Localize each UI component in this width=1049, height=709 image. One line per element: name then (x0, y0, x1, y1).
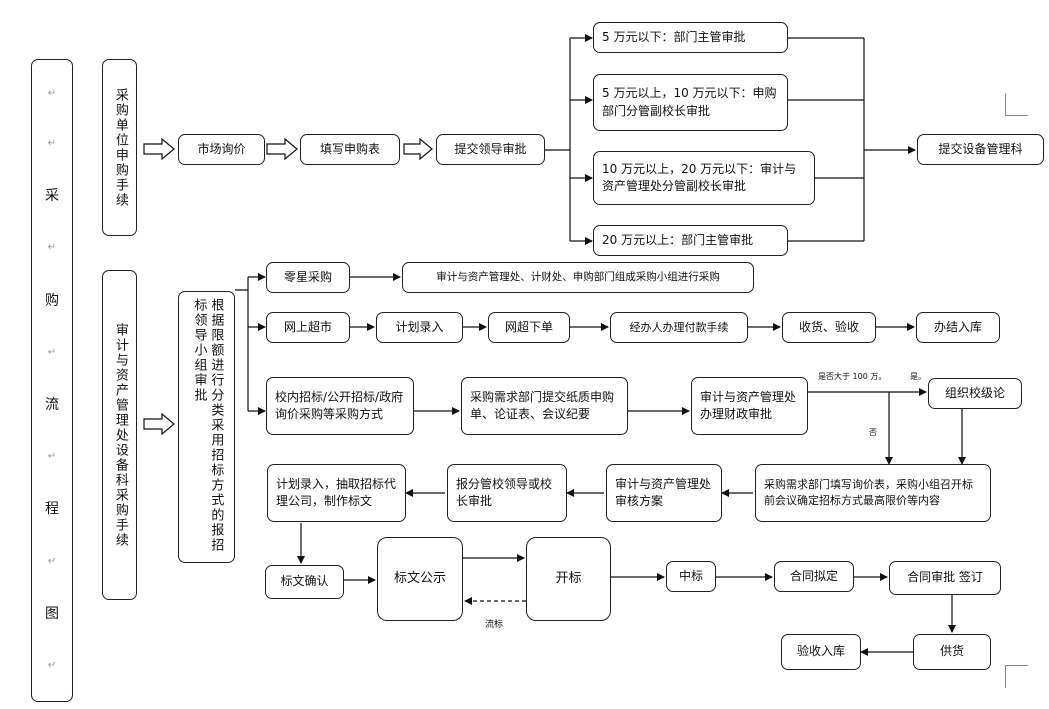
failed-bid-label: 流标 (485, 620, 504, 630)
approval-tier-4: 20 万元以上：部门主管审批 (593, 225, 788, 256)
demand-price-box: 采购需求部门填写询价表，采购小组召开标前会议确定招标方式最高限价等内容 (755, 464, 991, 522)
return-mark: ↵ (47, 346, 57, 358)
unit-applicant-label: 采购单位申购手续 (102, 59, 137, 236)
supply-box: 供货 (913, 634, 991, 670)
tender-docs-box: 采购需求部门提交纸质申购单、论证表、会议纪要 (461, 377, 628, 435)
accept-store-box: 验收入库 (781, 634, 861, 670)
page-corner-mark-top (1005, 93, 1028, 116)
merge-lines (788, 37, 865, 242)
unit-audit-label: 审计与资产管理处设备科采购手续 (102, 270, 137, 600)
return-mark: ↵ (47, 660, 57, 671)
submit-equipment-box: 提交设备管理科 (917, 134, 1044, 165)
title-char: 购 (45, 292, 59, 309)
receive-inspect-box: 收货、验收 (782, 312, 876, 343)
hollow-arrow-2 (266, 137, 298, 161)
approval-tier-3: 10 万元以上，20 万元以下：审计与资产管理处分管副校长审批 (593, 151, 815, 205)
audit-plan-box: 审计与资产管理处审核方案 (606, 464, 722, 522)
approval-tier-2: 5 万元以上，10 万元以下：申购部门分管副校长审批 (593, 74, 788, 131)
plan-agency-box: 计划录入，抽取招标代理公司，制作标文 (267, 464, 406, 522)
decision-question: 是否大于 100 万。 (818, 372, 887, 381)
hollow-arrow-3 (403, 137, 433, 161)
flowchart-title: ↵ ↵ 采 ↵ 购 ↵ 流 ↵ 程 ↵ 图 ↵ (31, 59, 73, 702)
contract-approve-box: 合同审批 签订 (889, 561, 1001, 595)
retail-procurement-box: 零星采购 (266, 262, 350, 293)
online-order-box: 网超下单 (488, 312, 570, 343)
bid-publish-box: 标文公示 (377, 537, 463, 621)
path-bus (235, 277, 249, 411)
title-char: 采 (45, 188, 59, 205)
plan-entry-box: 计划录入 (376, 312, 463, 343)
complete-storage-box: 办结入库 (916, 312, 1000, 343)
bid-open-box: 开标 (526, 537, 611, 621)
bid-confirm-box: 标文确认 (265, 565, 344, 599)
contract-draft-box: 合同拟定 (774, 561, 854, 592)
branch-line-main (545, 38, 571, 241)
tender-method-box: 校内招标/公开招标/政府询价采购等采购方式 (266, 377, 414, 435)
return-mark: ↵ (47, 88, 57, 100)
hollow-arrow-1 (143, 137, 175, 161)
payment-box: 经办人办理付款手续 (610, 312, 748, 343)
approval-tier-1: 5 万元以下：部门主管审批 (593, 22, 788, 53)
title-char: 流 (45, 396, 59, 413)
return-mark: ↵ (47, 137, 57, 149)
win-bid-box: 中标 (666, 561, 716, 592)
finance-approval-box: 审计与资产管理处办理财政审批 (691, 377, 808, 435)
fill-form-box: 填写申购表 (300, 134, 400, 165)
retail-group-box: 审计与资产管理处、计财处、申购部门组成采购小组进行采购 (402, 262, 754, 293)
decision-yes: 是。 (910, 372, 926, 381)
market-inquiry-box: 市场询价 (178, 134, 265, 165)
decision-no: 否 (869, 428, 877, 437)
title-char: 图 (45, 605, 59, 622)
online-market-box: 网上超市 (266, 312, 350, 343)
return-mark: ↵ (47, 555, 57, 567)
report-leader-box: 报分管校领导或校长审批 (447, 464, 567, 522)
return-mark: ↵ (47, 242, 57, 254)
title-char: 程 (45, 501, 59, 518)
hollow-arrow-4 (143, 412, 175, 436)
school-demo-box: 组织校级论 (928, 378, 1022, 409)
classify-box: 根据限额进行分类采用招标方式的报招标领导小组审批 (178, 291, 235, 563)
submit-leader-box: 提交领导审批 (436, 134, 545, 165)
page-corner-mark-bottom (1005, 665, 1028, 688)
return-mark: ↵ (47, 451, 57, 463)
